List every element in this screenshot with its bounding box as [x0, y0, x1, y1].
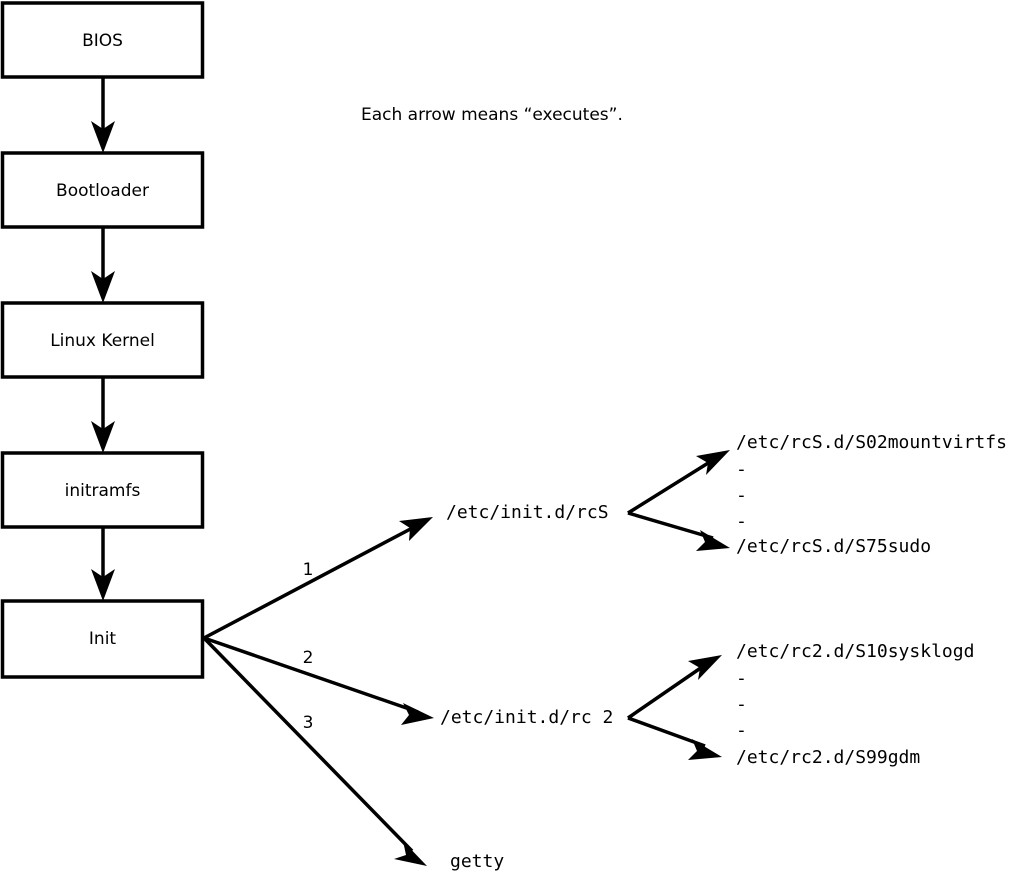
arrow-rc2-to-last-script-head [688, 739, 722, 760]
arrow-init-to-rc2-head [401, 703, 434, 725]
rcs-separator-dash-3: - [736, 511, 747, 532]
rc2-separator-dash-3: - [736, 720, 747, 741]
node-bootloader-label: Bootloader [56, 181, 149, 201]
node-init[interactable]: Init [0, 599, 205, 679]
node-initramfs-label: initramfs [65, 481, 141, 501]
diagram-caption: Each arrow means “executes”. [361, 105, 623, 125]
arrow-kernel-to-initramfs-head [91, 421, 115, 453]
label-rc2-last-script: /etc/rc2.d/S99gdm [736, 747, 920, 768]
rcs-separator-dash-1: - [736, 459, 747, 480]
node-linux-kernel-rect [0, 301, 205, 379]
arrow-bios-to-bootloader [91, 77, 115, 153]
rc2-scripts-group: /etc/rc2.d/S10sysklogd - - - /etc/rc2.d/… [627, 641, 974, 768]
arrow-rcs-to-last-script-line [627, 511, 714, 540]
node-linux-kernel[interactable]: Linux Kernel [0, 301, 205, 379]
vertical-arrows-group [91, 77, 115, 601]
arrow-rcs-to-first-script [627, 450, 730, 515]
arrow-bootloader-to-kernel-head [91, 271, 115, 303]
arrow-initramfs-to-init [91, 527, 115, 601]
rcs-separator-dash-2: - [736, 485, 747, 506]
arrow-rc2-to-first-script [627, 655, 722, 720]
arrow-bootloader-to-kernel [91, 227, 115, 303]
arrow-init-to-getty: 3 [202, 636, 427, 866]
branch-targets-group: /etc/init.d/rcS /etc/init.d/rc 2 getty [440, 502, 613, 872]
arrow-bios-to-bootloader-head [91, 121, 115, 153]
label-rcs-first-script: /etc/rcS.d/S02mountvirtfs [736, 432, 1007, 453]
label-init-d-rc2: /etc/init.d/rc 2 [440, 707, 613, 728]
node-initramfs-rect [0, 451, 205, 529]
arrow-rc2-to-first-script-head [688, 655, 722, 680]
node-bios-rect [0, 1, 205, 79]
arrow-init-to-rcs-line [203, 523, 419, 640]
node-init-rect [0, 599, 205, 679]
rcs-scripts-group: /etc/rcS.d/S02mountvirtfs - - - /etc/rcS… [627, 432, 1007, 557]
node-bios[interactable]: BIOS [0, 1, 205, 79]
node-linux-kernel-label: Linux Kernel [50, 331, 155, 351]
label-getty: getty [450, 851, 504, 872]
arrow-rcs-to-last-script [627, 511, 730, 551]
label-init-d-rcs: /etc/init.d/rcS [446, 502, 609, 523]
edge-label-1: 1 [303, 560, 314, 580]
rc2-separator-dash-2: - [736, 694, 747, 715]
edge-label-3: 3 [303, 713, 314, 733]
arrow-init-to-rcs: 1 [203, 517, 433, 640]
node-init-label: Init [89, 629, 117, 649]
arrow-rc2-to-last-script-line [627, 716, 706, 748]
label-rcs-last-script: /etc/rcS.d/S75sudo [736, 536, 931, 557]
edge-label-2: 2 [303, 648, 314, 668]
arrow-rcs-to-first-script-line [627, 458, 714, 515]
label-rc2-first-script: /etc/rc2.d/S10sysklogd [736, 641, 974, 662]
node-initramfs[interactable]: initramfs [0, 451, 205, 529]
arrow-rc2-to-last-script [627, 716, 722, 760]
node-bios-label: BIOS [82, 31, 123, 51]
arrow-rcs-to-first-script-head [696, 450, 730, 475]
arrow-init-to-rcs-head [399, 517, 433, 541]
arrow-init-to-getty-head [394, 841, 427, 866]
arrow-init-to-getty-line [202, 636, 414, 853]
node-bootloader[interactable]: Bootloader [0, 151, 205, 229]
boot-chain-group: BIOS Bootloader Linux Kernel initramfs I… [0, 1, 205, 679]
arrow-init-to-rc2-line [203, 636, 419, 714]
rc2-separator-dash-1: - [736, 668, 747, 689]
arrow-init-to-rc2: 2 [203, 636, 434, 725]
init-branches-group: 1 2 3 [202, 517, 434, 866]
arrow-initramfs-to-init-head [91, 569, 115, 601]
arrow-rcs-to-last-script-head [696, 530, 730, 551]
arrow-rc2-to-first-script-line [627, 663, 706, 720]
arrow-kernel-to-initramfs [91, 377, 115, 453]
